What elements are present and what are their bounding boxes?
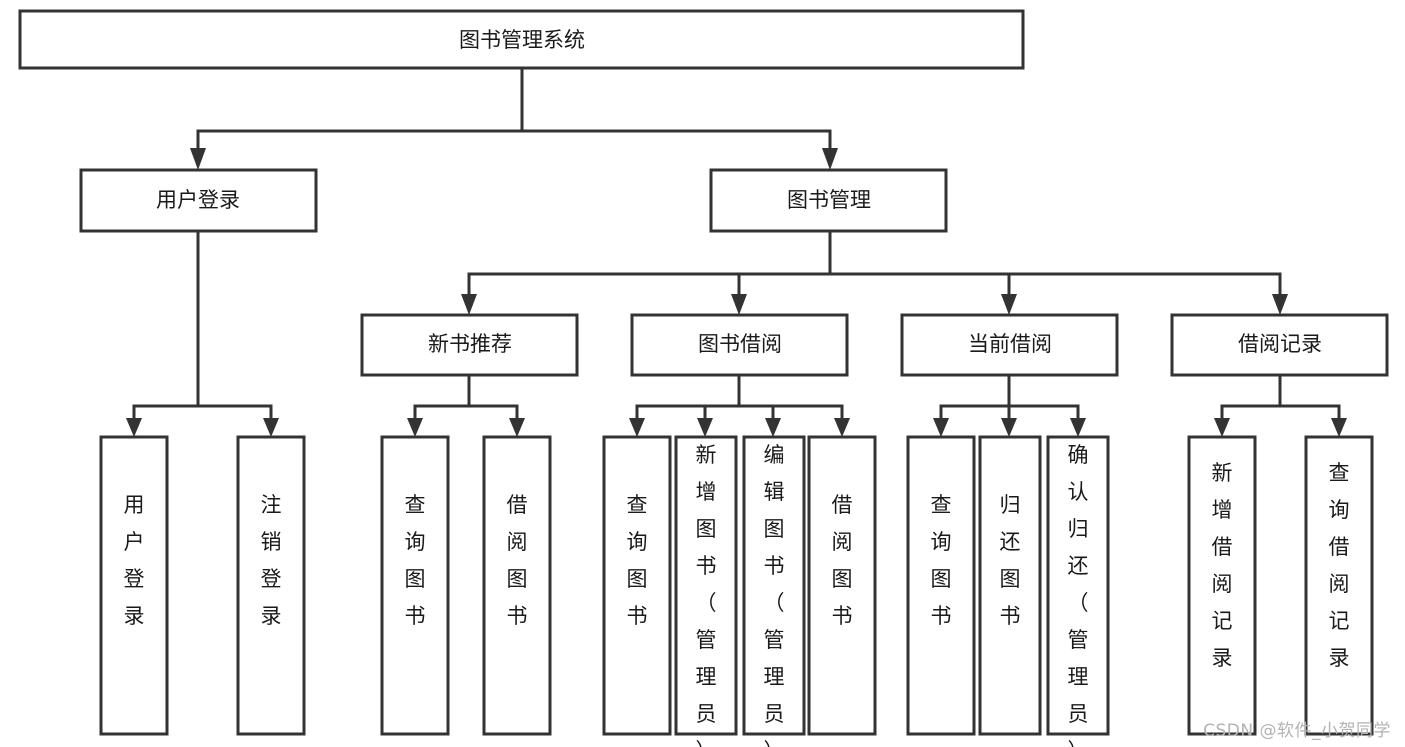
node-user-login-box bbox=[79, 168, 318, 233]
leaf-rd-query-record-label: 查询借阅记录 bbox=[1329, 461, 1350, 670]
arrow-rec-to-leaf-2 bbox=[509, 418, 525, 437]
arrow-root-to-user-login bbox=[190, 148, 206, 170]
leaf-cu-return-book-label: 归还图书 bbox=[1000, 493, 1021, 628]
leaf-node[interactable]: 归还图书 bbox=[978, 435, 1042, 736]
leaf-rec-borrow-book-label: 借阅图书 bbox=[507, 493, 528, 628]
node-book-borrow[interactable]: 图书借阅 bbox=[630, 313, 849, 377]
node-new-book-recommend[interactable]: 新书推荐 bbox=[360, 313, 579, 377]
node-book-management-label: 图书管理 bbox=[787, 188, 871, 212]
connector-group-book-manage bbox=[461, 229, 1288, 315]
connector-group-current bbox=[933, 373, 1086, 437]
leaf-node[interactable]: 查询图书 bbox=[602, 435, 672, 736]
leaf-node[interactable]: 确认归还（管理员） bbox=[1046, 435, 1110, 747]
leaf-br-add-book-box bbox=[674, 435, 738, 736]
node-root-book-management-system[interactable]: 图书管理系统 bbox=[18, 9, 1025, 70]
leaf-logout-box bbox=[236, 435, 306, 736]
arrow-ul-to-leaf-1 bbox=[126, 418, 142, 437]
arrow-cu-to-leaf-2 bbox=[1001, 418, 1017, 437]
leaf-cu-query-book-label: 查询图书 bbox=[931, 493, 952, 628]
leaf-node[interactable]: 查询图书 bbox=[380, 435, 450, 736]
leaf-rec-query-book-box bbox=[380, 435, 450, 736]
leaf-rec-borrow-book-box bbox=[482, 435, 552, 736]
leaf-br-borrow-book-label: 借阅图书 bbox=[832, 493, 853, 628]
node-current-borrow-box bbox=[900, 313, 1119, 377]
node-book-borrow-box bbox=[630, 313, 849, 377]
leaf-user-login-box bbox=[99, 435, 169, 736]
leaf-rd-query-record-box bbox=[1304, 435, 1374, 736]
connector-group-record bbox=[1214, 373, 1347, 437]
leaf-br-query-book-label: 查询图书 bbox=[627, 493, 648, 628]
node-user-login[interactable]: 用户登录 bbox=[79, 168, 318, 233]
leaf-cu-confirm-return-label: 确认归还（管理员） bbox=[1068, 443, 1089, 747]
leaf-br-query-book-box bbox=[602, 435, 672, 736]
arrow-cu-to-leaf-3 bbox=[1070, 418, 1086, 437]
leaf-node[interactable]: 新增借阅记录 bbox=[1187, 435, 1257, 736]
leaf-node[interactable]: 用户登录 bbox=[99, 435, 169, 736]
leaf-br-edit-book-label: 编辑图书（管理员） bbox=[764, 443, 785, 747]
arrow-rec-to-leaf-1 bbox=[407, 418, 423, 437]
leaf-node[interactable]: 新增图书（管理员） bbox=[674, 435, 738, 747]
node-new-book-recommend-box bbox=[360, 313, 579, 377]
leaf-rd-add-record-box bbox=[1187, 435, 1257, 736]
node-current-borrow-label: 当前借阅 bbox=[968, 332, 1052, 356]
arrow-bm-to-recommend bbox=[461, 294, 477, 315]
node-current-borrow[interactable]: 当前借阅 bbox=[900, 313, 1119, 377]
leaf-node[interactable]: 借阅图书 bbox=[482, 435, 552, 736]
leaf-node[interactable]: 编辑图书（管理员） bbox=[742, 435, 806, 747]
leaf-rd-add-record-label: 新增借阅记录 bbox=[1212, 461, 1233, 670]
leaf-node[interactable]: 注销登录 bbox=[236, 435, 306, 736]
leaf-node[interactable]: 借阅图书 bbox=[807, 435, 877, 736]
node-book-borrow-label: 图书借阅 bbox=[698, 332, 782, 356]
connector-group-user-login bbox=[126, 229, 279, 437]
node-book-management-box bbox=[709, 168, 948, 233]
leaf-logout-label: 注销登录 bbox=[261, 493, 282, 628]
node-borrow-record-label: 借阅记录 bbox=[1238, 332, 1322, 356]
connector-group-borrow bbox=[629, 373, 850, 437]
leaf-user-login-label: 用户登录 bbox=[124, 493, 145, 628]
arrow-rd-to-leaf-1 bbox=[1214, 418, 1230, 437]
leaf-br-borrow-book-box bbox=[807, 435, 877, 736]
node-borrow-record[interactable]: 借阅记录 bbox=[1170, 313, 1389, 377]
connector-group-recommend bbox=[407, 373, 525, 437]
arrow-br-to-leaf-3 bbox=[765, 418, 781, 437]
node-new-book-recommend-label: 新书推荐 bbox=[428, 332, 512, 356]
arrow-ul-to-leaf-2 bbox=[263, 418, 279, 437]
node-root-box bbox=[18, 9, 1025, 70]
arrow-br-to-leaf-2 bbox=[697, 418, 713, 437]
arrow-bm-to-record bbox=[1272, 294, 1288, 315]
node-root-label: 图书管理系统 bbox=[459, 28, 585, 52]
leaf-rec-query-book-label: 查询图书 bbox=[405, 493, 426, 628]
arrow-br-to-leaf-1 bbox=[629, 418, 645, 437]
node-borrow-record-box bbox=[1170, 313, 1389, 377]
leaf-node[interactable]: 查询借阅记录 bbox=[1304, 435, 1374, 736]
leaf-cu-confirm-return-box bbox=[1046, 435, 1110, 736]
node-user-login-label: 用户登录 bbox=[156, 188, 240, 212]
arrow-cu-to-leaf-1 bbox=[933, 418, 949, 437]
node-book-management[interactable]: 图书管理 bbox=[709, 168, 948, 233]
leaf-node[interactable]: 查询图书 bbox=[906, 435, 976, 736]
leaf-cu-query-book-box bbox=[906, 435, 976, 736]
leaf-cu-return-book-box bbox=[978, 435, 1042, 736]
connector-group-root bbox=[190, 66, 838, 170]
arrow-bm-to-current bbox=[1001, 294, 1017, 315]
arrow-rd-to-leaf-2 bbox=[1331, 418, 1347, 437]
leaf-br-add-book-label: 新增图书（管理员） bbox=[696, 443, 717, 747]
arrow-bm-to-borrow bbox=[731, 294, 747, 315]
leaf-br-edit-book-box bbox=[742, 435, 806, 736]
arrow-br-to-leaf-4 bbox=[834, 418, 850, 437]
arrow-root-to-book-manage bbox=[822, 148, 838, 170]
